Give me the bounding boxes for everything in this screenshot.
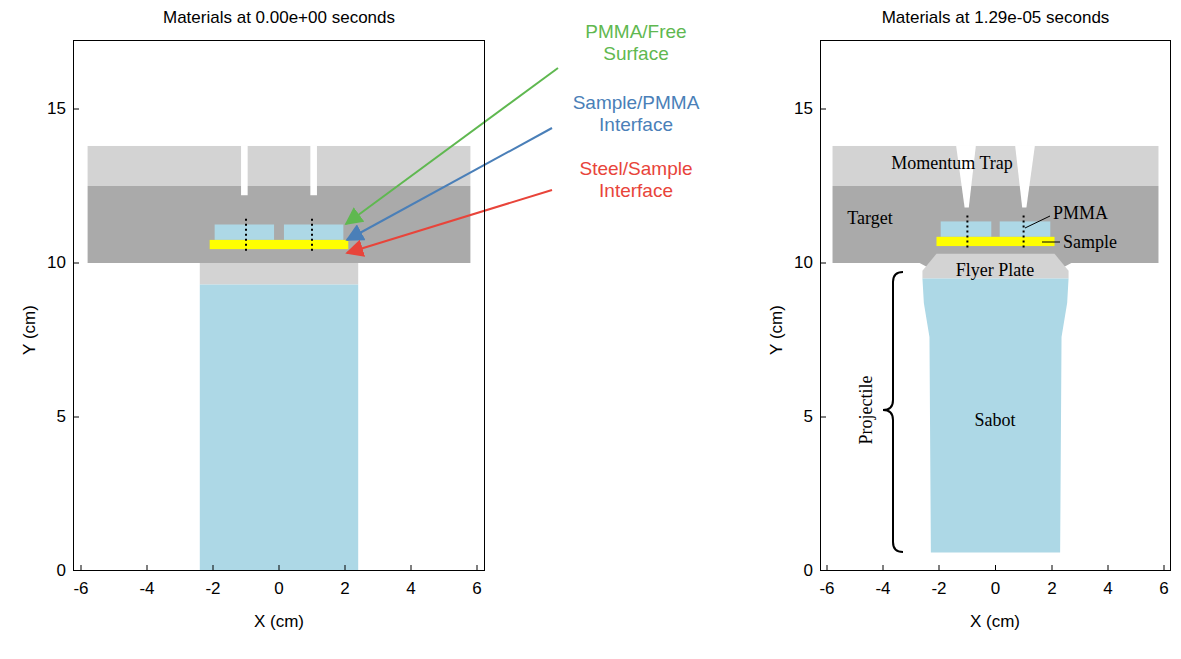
trap-slot <box>1015 146 1035 208</box>
callout-text: PMMA/Free Surface <box>561 21 711 65</box>
tick-label: 2 <box>1047 579 1056 599</box>
part-label: Projectile <box>856 376 877 445</box>
tick-label: -4 <box>139 579 154 599</box>
tick-label: 6 <box>1159 579 1168 599</box>
flyer-plate <box>200 263 358 285</box>
tick-label: -2 <box>931 579 946 599</box>
callout-text: Sample/PMMA Interface <box>561 92 711 136</box>
tick-label: -6 <box>73 579 88 599</box>
pmma-window <box>941 221 992 236</box>
tick-label: 5 <box>804 407 813 427</box>
tick-label: 10 <box>47 253 66 273</box>
plot-title: Materials at 0.00e+00 seconds <box>34 8 524 28</box>
tick-label: 10 <box>794 253 813 273</box>
pmma-window <box>284 225 343 240</box>
tick-label: 5 <box>57 407 66 427</box>
sabot <box>922 278 1068 552</box>
trap-slot <box>310 146 317 195</box>
tick-label: 0 <box>274 579 283 599</box>
tick-label: 2 <box>340 579 349 599</box>
plot-title: Materials at 1.29e-05 seconds <box>781 8 1181 28</box>
probe-line <box>966 214 968 248</box>
tick-label: 4 <box>1103 579 1112 599</box>
part-label: PMMA <box>1053 203 1108 224</box>
probe-line <box>311 217 313 251</box>
callout-arrow <box>347 190 552 253</box>
plot-panel: Materials at 1.29e-05 seconds <box>820 40 1171 571</box>
callout-arrow <box>347 128 552 240</box>
projectile-brace <box>883 272 903 552</box>
pmma-window <box>215 225 274 240</box>
tick-label: 0 <box>804 561 813 581</box>
tick-label: -6 <box>819 579 834 599</box>
tick-label: 15 <box>794 99 813 119</box>
tick-label: 15 <box>47 99 66 119</box>
leader-line <box>1042 242 1060 243</box>
part-label: Flyer Plate <box>956 260 1035 281</box>
tick-label: -2 <box>205 579 220 599</box>
pmma-window <box>1000 221 1051 236</box>
impact-geometry <box>833 146 1159 553</box>
callout-text: Steel/Sample Interface <box>561 158 711 202</box>
initial-geometry <box>88 146 471 571</box>
axis-ticks <box>73 109 1164 571</box>
axis-title: Y (cm) <box>20 305 40 355</box>
momentum-trap-region <box>88 146 471 186</box>
probe-line <box>245 217 247 251</box>
callout-arrow <box>346 68 558 224</box>
plot-panel: Materials at 0.00e+00 seconds <box>73 40 485 571</box>
tick-marks <box>73 109 477 571</box>
leader-line <box>1025 216 1050 228</box>
tick-label: 4 <box>406 579 415 599</box>
probe-line <box>1023 214 1025 248</box>
target-region <box>88 186 471 263</box>
sample-layer <box>936 237 1054 246</box>
tick-marks <box>820 109 1164 571</box>
tick-label: 6 <box>472 579 481 599</box>
trap-slot <box>241 146 248 195</box>
sabot <box>200 285 358 571</box>
tick-label: 0 <box>991 579 1000 599</box>
part-label: Sample <box>1063 232 1117 253</box>
part-label: Momentum Trap <box>891 153 1013 174</box>
sample-layer <box>210 240 349 249</box>
axis-title: X (cm) <box>970 612 1020 632</box>
part-label: Sabot <box>974 410 1015 431</box>
axis-title: X (cm) <box>254 612 304 632</box>
tick-label: 0 <box>57 561 66 581</box>
momentum-trap-region <box>833 146 1159 186</box>
part-label: Target <box>847 208 892 229</box>
axis-title: Y (cm) <box>767 305 787 355</box>
tick-label: -4 <box>875 579 890 599</box>
